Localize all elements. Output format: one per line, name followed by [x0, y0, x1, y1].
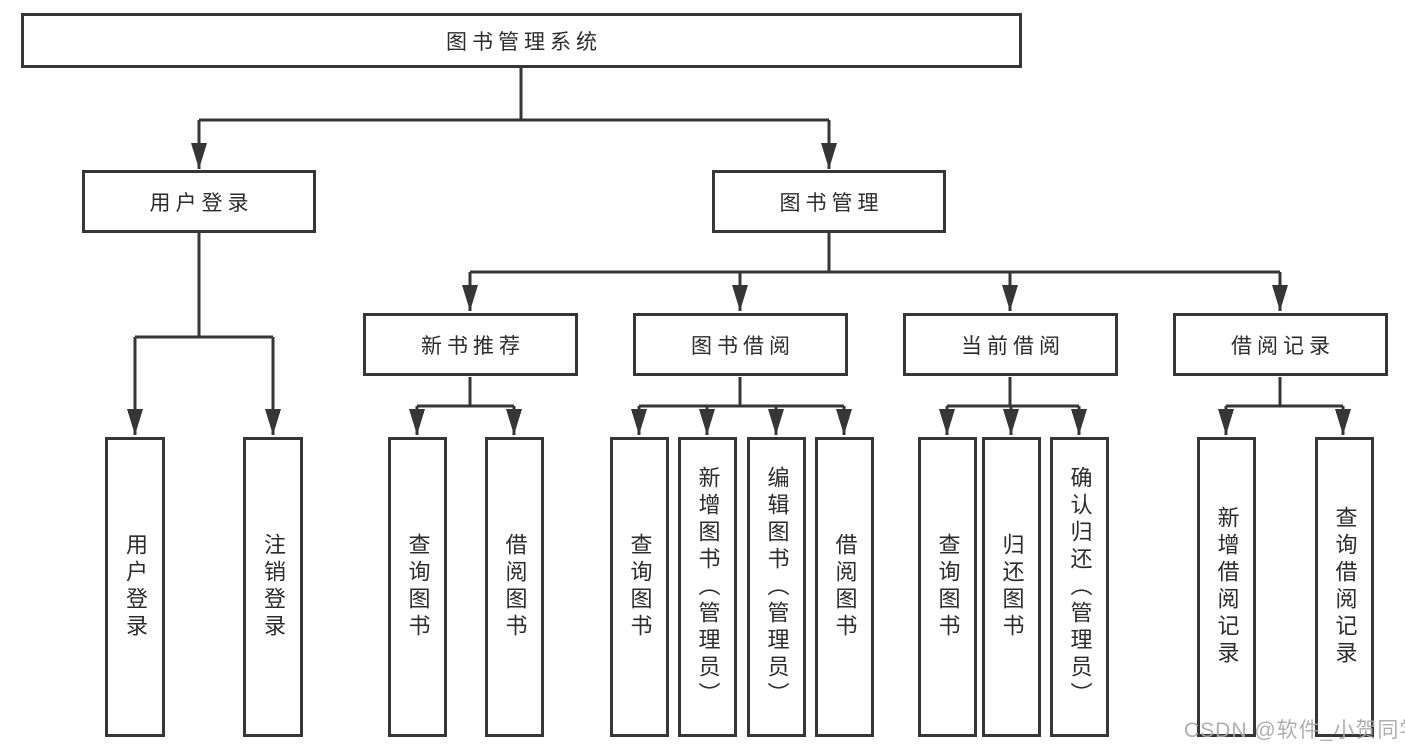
leaf-confirm-return-admin: 确认归还（管理员） [1050, 437, 1109, 737]
csdn-watermark: CSDN @软件_小贺同学 [1184, 719, 1405, 742]
leaf-query-books-current: 查询图书 [918, 437, 977, 737]
leaf-borrow-books-recommend: 借阅图书 [485, 437, 544, 737]
node-borrowing-records: 借阅记录 [1173, 313, 1388, 376]
node-new-book-recommend: 新书推荐 [363, 313, 578, 376]
node-library-system: 图书管理系统 [21, 13, 1022, 68]
leaf-add-books-admin: 新增图书（管理员） [678, 437, 737, 737]
node-user-login: 用户登录 [82, 170, 316, 233]
leaf-query-books-borrow: 查询图书 [610, 437, 669, 737]
leaf-return-books: 归还图书 [982, 437, 1041, 737]
node-book-borrowing: 图书借阅 [633, 313, 848, 376]
leaf-edit-books-admin: 编辑图书（管理员） [747, 437, 806, 737]
leaf-add-borrow-record: 新增借阅记录 [1197, 437, 1256, 737]
leaf-query-borrow-record: 查询借阅记录 [1315, 437, 1374, 737]
node-current-borrowing: 当前借阅 [903, 313, 1118, 376]
leaf-query-books-recommend: 查询图书 [388, 437, 447, 737]
leaf-logout: 注销登录 [243, 437, 303, 737]
leaf-user-login: 用户登录 [105, 437, 165, 737]
leaf-borrow-books: 借阅图书 [815, 437, 874, 737]
node-book-management: 图书管理 [712, 170, 946, 233]
